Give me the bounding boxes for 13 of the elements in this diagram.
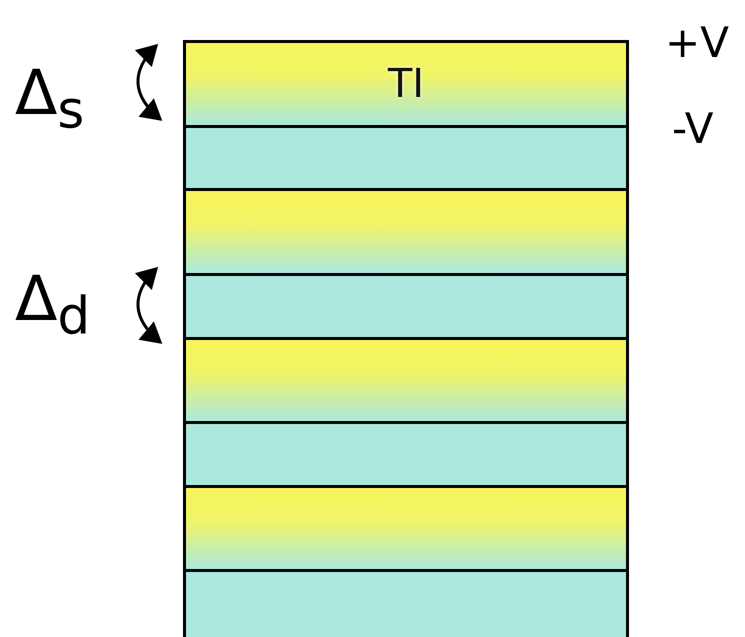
voltage-label: -V [672, 108, 714, 150]
gap-label: Δ$_{s}$ [15, 62, 84, 138]
insulator-layer [183, 337, 629, 421]
insulator-layer [183, 40, 629, 125]
voltage-label: +V [665, 22, 729, 64]
spacer-layer [183, 125, 629, 188]
insulator-layer [183, 188, 629, 273]
layer-label: TI [388, 61, 424, 107]
spacer-layer [183, 569, 629, 637]
spacer-layer [183, 421, 629, 485]
insulator-layer [183, 485, 629, 569]
spacer-layer [183, 273, 629, 337]
gap-label: Δ$_{d}$ [15, 268, 90, 344]
